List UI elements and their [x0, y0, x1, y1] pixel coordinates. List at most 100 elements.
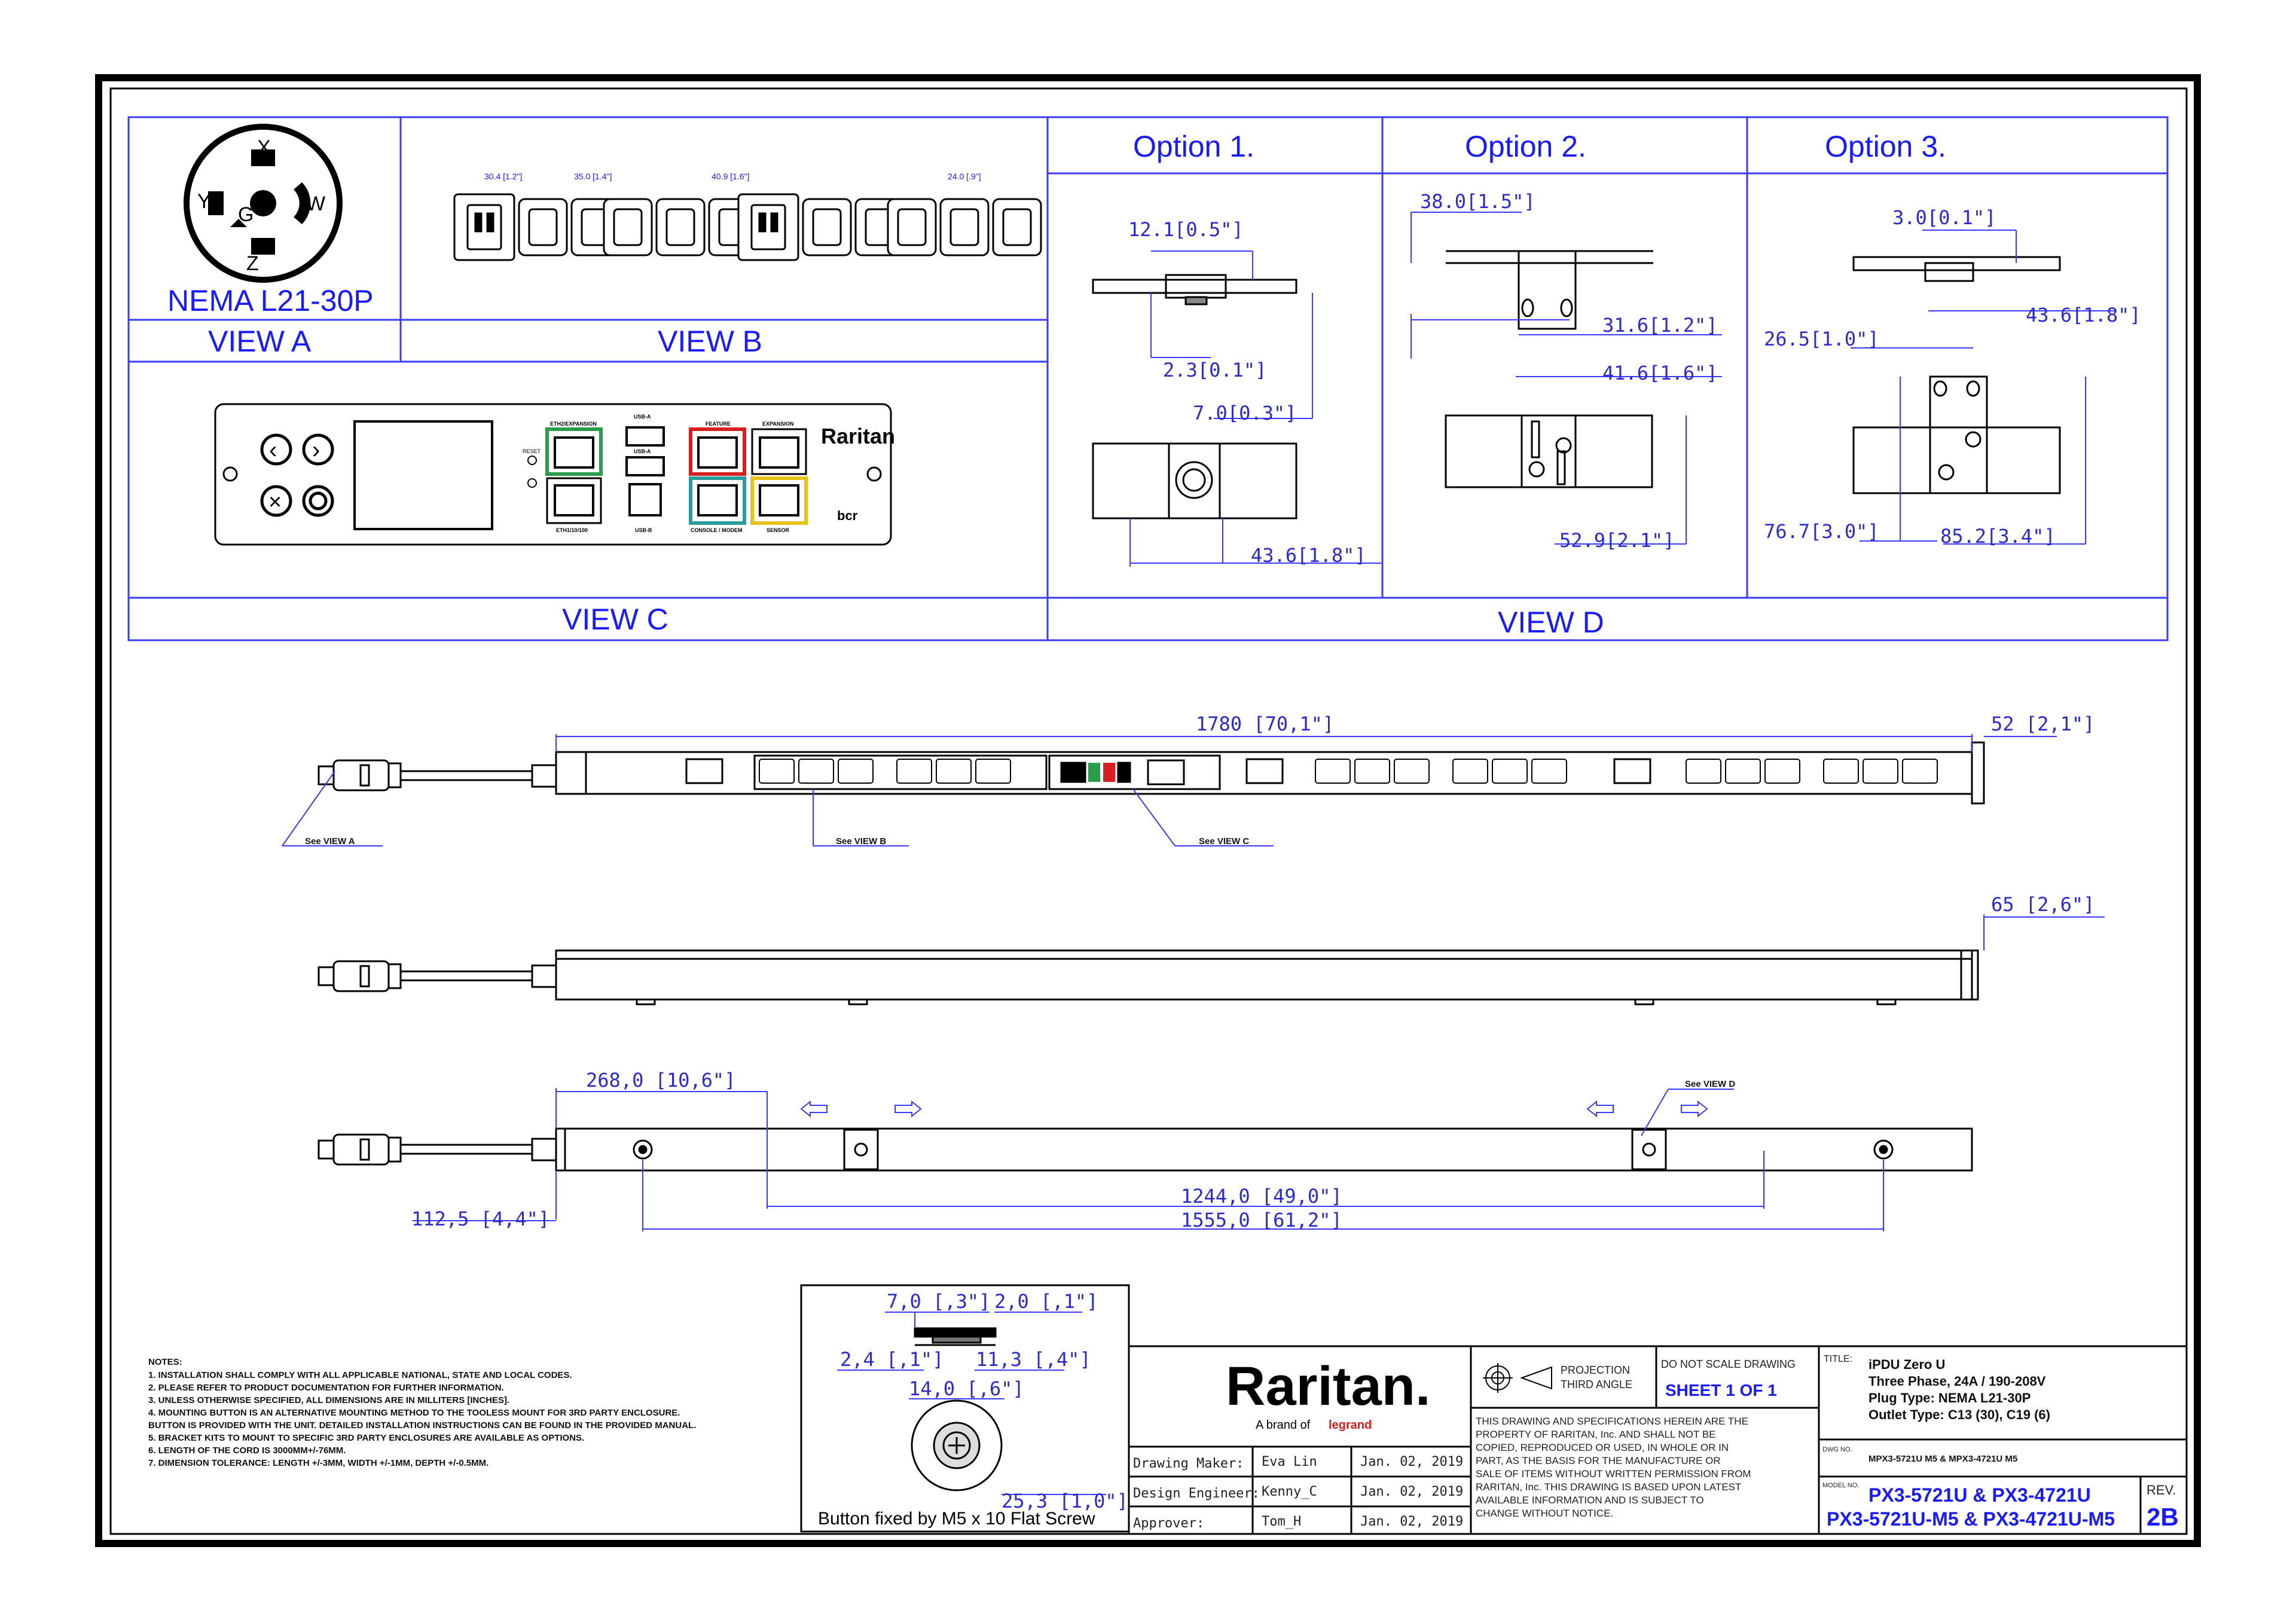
notes-title: NOTES:: [148, 1357, 182, 1367]
c13-outlet: [896, 759, 932, 784]
row-name: Kenny_C: [1262, 1484, 1317, 1499]
button-dim-5: 14,0 [,6"]: [909, 1377, 1024, 1400]
note-line: 1. INSTALLATION SHALL COMPLY WITH ALL AP…: [148, 1370, 572, 1380]
option-2-title: Option 2.: [1465, 130, 1586, 163]
back-dim-lines: [413, 1088, 1884, 1231]
view-d-caption: VIEW D: [1498, 606, 1604, 639]
option-2-dim-3: 41.6[1.6"]: [1602, 362, 1718, 384]
label-expansion: EXPANSION: [762, 421, 793, 427]
right-arrow-icon: [302, 433, 334, 466]
option-3-title: Option 3.: [1825, 130, 1946, 163]
c13-outlet: [1531, 759, 1567, 784]
svg-text:×: ×: [268, 490, 282, 515]
note-line: 4. MOUNTING BUTTON IS AN ALTERNATIVE MOU…: [148, 1408, 680, 1418]
usb-a-port-1: [625, 426, 665, 447]
usb-b-port: [628, 483, 662, 516]
row-date: Jan. 02, 2019: [1360, 1514, 1463, 1529]
back-dim-2: 1244,0 [49,0"]: [1181, 1185, 1342, 1208]
pin-g-label: G: [238, 203, 254, 226]
option-3-dim-5: 85.2[3.4"]: [1940, 525, 2056, 548]
front-length-dim: 1780 [70,1"]: [1196, 713, 1334, 735]
label-usb-a2: USB-A: [634, 448, 651, 454]
svg-text:›: ›: [312, 437, 320, 463]
c13-outlet: [1354, 759, 1390, 784]
dwg-number: MPX3-5721U M5 & MPX3-4721U M5: [1868, 1454, 2017, 1464]
title-block-grid: [1128, 1345, 2188, 1535]
button-dim-4: 11,3 [,4"]: [976, 1348, 1091, 1371]
option-1-dim-4: 43.6[1.8"]: [1251, 544, 1366, 567]
option-3-dim-3: 26.5[1.0"]: [1764, 328, 1879, 350]
option-1-dim-lines: [1129, 250, 1381, 567]
ok-button-icon: [302, 485, 334, 517]
c13-outlet: [975, 759, 1011, 784]
c13-outlet: [1686, 759, 1721, 784]
note-line: 3. UNLESS OTHERWISE SPECIFIED, ALL DIMEN…: [148, 1395, 509, 1405]
c13-outlet: [1452, 759, 1488, 784]
label-sensor: SENSOR: [767, 527, 790, 533]
reset-label: RESET: [523, 448, 541, 454]
row-name: Eva Lin: [1262, 1454, 1317, 1469]
title-label: TITLE:: [1824, 1354, 1852, 1364]
option-3-dim-1: 3.0[0.1"]: [1892, 206, 1996, 229]
close-icon: [260, 485, 292, 517]
disclaimer-line: PART, AS THE BASIS FOR THE MANUFACTURE O…: [1476, 1455, 1721, 1466]
option-2-dim-lines: [1410, 212, 1722, 545]
row-label: Drawing Maker:: [1133, 1456, 1244, 1471]
rev-value: 2B: [2147, 1503, 2179, 1531]
c13-outlet: [759, 759, 795, 784]
front-dim-lines: [282, 734, 2057, 846]
c13-outlet: [1823, 759, 1859, 784]
title-line: Three Phase, 24A / 190-208V: [1868, 1374, 2046, 1389]
option-1-dim-2: 2.3[0.1"]: [1163, 359, 1266, 381]
front-outlets: [759, 759, 1938, 784]
back-dim-4: 1555,0 [61,2"]: [1181, 1209, 1342, 1231]
model-label: MODEL NO.: [1822, 1482, 1859, 1489]
option-2-dim-2: 31.6[1.2"]: [1602, 314, 1718, 337]
view-c-panel: ‹ › × RESET: [214, 403, 892, 546]
button-dim-6: 25,3 [1,0"]: [1002, 1490, 1128, 1512]
callout-view-d: See VIEW D: [1685, 1079, 1735, 1089]
notes-block: NOTES: 1. INSTALLATION SHALL COMPLY WITH…: [148, 1357, 696, 1468]
note-line: BUTTON IS PROVIDED WITH THE UNIT. DETAIL…: [148, 1420, 696, 1431]
note-line: 7. DIMENSION TOLERANCE: LENGTH +/-3MM, W…: [148, 1458, 488, 1468]
view-a-caption: VIEW A: [208, 325, 312, 358]
back-dim-3: 112,5 [4,4"]: [411, 1208, 549, 1230]
usb-a-port-2: [625, 456, 665, 476]
disclaimer-line: RARITAN, Inc. THIS DRAWING IS BASED UPON…: [1476, 1481, 1741, 1493]
option-2-dim-1: 38.0[1.5"]: [1420, 190, 1535, 213]
button-dim-1: 7,0 [,3"]: [887, 1290, 990, 1313]
disclaimer-line: SALE OF ITEMS WITHOUT WRITTEN PERMISSION…: [1476, 1468, 1751, 1480]
row-label: Approver:: [1133, 1516, 1204, 1531]
option-3-dim-2: 43.6[1.8"]: [2026, 304, 2141, 326]
c13-outlet: [838, 759, 874, 784]
button-caption: Button fixed by M5 x 10 Flat Screw: [818, 1509, 1095, 1529]
disclaimer-line: CHANGE WITHOUT NOTICE.: [1476, 1508, 1613, 1519]
note-line: 2. PLEASE REFER TO PRODUCT DOCUMENTATION…: [148, 1383, 504, 1393]
c13-outlet: [1863, 759, 1898, 784]
view-b-dim-1: 30.4 [1.2"]: [484, 172, 522, 181]
option-2-bracket: [1445, 250, 1653, 488]
row-date: Jan. 02, 2019: [1360, 1454, 1463, 1469]
c13-outlet: [1492, 759, 1528, 784]
model-line-2: PX3-5721U-M5 & PX3-4721U-M5: [1827, 1508, 2115, 1530]
disclaimer-line: THIS DRAWING AND SPECIFICATIONS HEREIN A…: [1476, 1416, 1748, 1427]
pin-w-label: W: [306, 192, 325, 215]
pdu-back-view: [317, 1127, 1973, 1172]
title-line: iPDU Zero U: [1868, 1357, 1945, 1372]
title-line: Plug Type: NEMA L21-30P: [1868, 1390, 2031, 1405]
option-1-dim-1: 12.1[0.5"]: [1128, 218, 1244, 241]
label-console: CONSOLE / MODEM: [691, 527, 743, 533]
svg-text:‹: ‹: [269, 437, 277, 463]
label-feature: FEATURE: [706, 421, 731, 427]
pdu-side-view: [317, 949, 1979, 1005]
pdu-front-view: [555, 741, 1985, 805]
dwg-label: DWG NO.: [1822, 1446, 1852, 1453]
callout-view-c: See VIEW C: [1199, 836, 1249, 846]
callout-view-b: See VIEW B: [836, 836, 886, 846]
row-name: Tom_H: [1262, 1514, 1301, 1529]
label-usb-a: USB-A: [634, 414, 651, 420]
front-plug-cord: [317, 759, 557, 791]
view-b-caption: VIEW B: [658, 325, 762, 358]
c13-outlet: [798, 759, 834, 784]
